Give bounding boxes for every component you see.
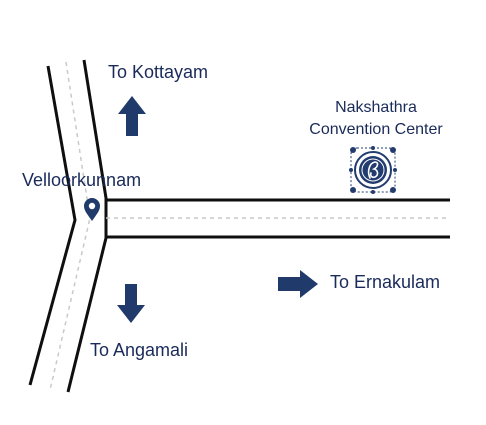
destination-label-south: To Angamali bbox=[90, 340, 189, 360]
venue-logo-icon bbox=[349, 146, 397, 194]
venue-name-line1: Nakshathra bbox=[335, 99, 417, 116]
east-road bbox=[106, 198, 450, 239]
arrow-right-icon bbox=[278, 270, 318, 298]
junction-label: Velloorkunnam bbox=[22, 170, 142, 190]
road-center-line bbox=[49, 61, 91, 391]
arrow-up-icon bbox=[118, 96, 146, 136]
location-pin-icon bbox=[84, 198, 100, 221]
arrow-down-icon bbox=[117, 284, 145, 323]
venue-name-line2: Convention Center bbox=[309, 121, 443, 138]
destination-label-north: To Kottayam bbox=[108, 62, 209, 82]
destination-label-east: To Ernakulam bbox=[330, 272, 441, 292]
road-edge-west bbox=[28, 65, 77, 386]
venue-label: Nakshathra Convention Center bbox=[296, 97, 456, 141]
